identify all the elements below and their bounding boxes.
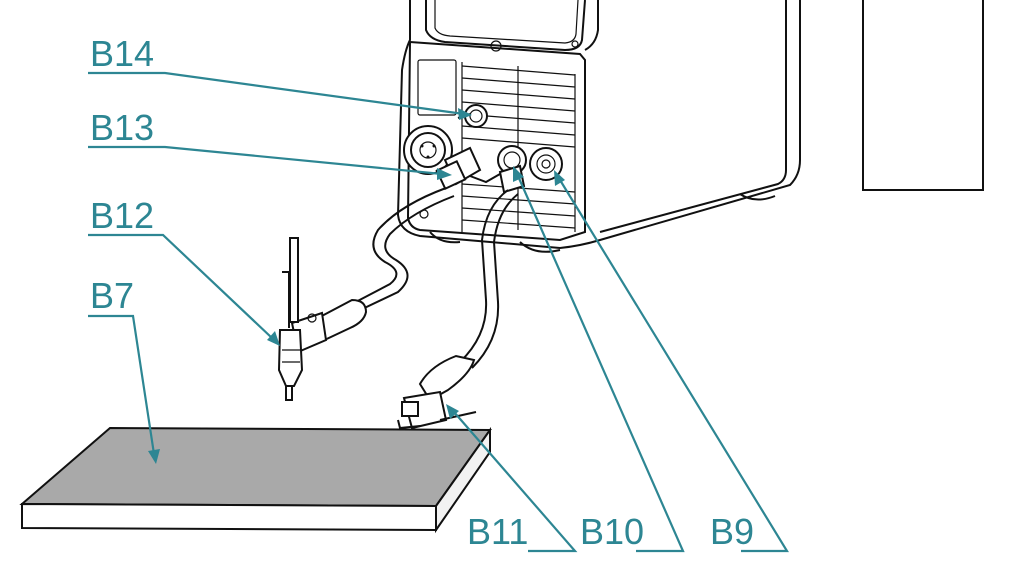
- cables: [349, 187, 519, 369]
- panel-connectors: [403, 104, 563, 194]
- callout-b13: B13: [88, 107, 452, 180]
- callout-label-b7: B7: [90, 275, 134, 316]
- callout-b14: B14: [88, 33, 472, 120]
- callout-b12: B12: [88, 195, 280, 346]
- callout-b9: B9: [554, 170, 789, 553]
- workpiece: [19, 426, 492, 534]
- callout-label-b12: B12: [90, 195, 154, 236]
- callout-b7: B7: [88, 275, 160, 464]
- callout-b10: B10: [513, 166, 685, 553]
- callout-label-b9: B9: [710, 511, 754, 552]
- callout-label-b11: B11: [467, 511, 528, 552]
- callout-label-b10: B10: [580, 511, 644, 552]
- welding-machine: [396, 0, 801, 253]
- callout-b11: B11: [446, 404, 578, 553]
- ground-clamp: [397, 354, 477, 430]
- tig-torch: [277, 237, 368, 401]
- callout-label-b13: B13: [90, 107, 154, 148]
- side-box: [862, 0, 984, 191]
- callout-label-b14: B14: [90, 33, 154, 74]
